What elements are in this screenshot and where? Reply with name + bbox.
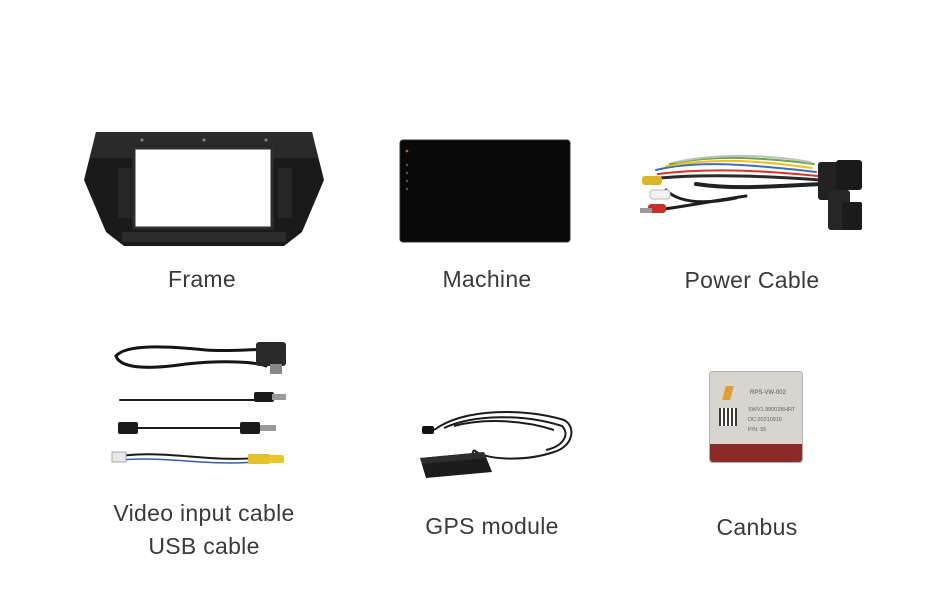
canbus-image: RPS-VW-002 SWV1.99002BHRT DC:20210916 P/…: [709, 371, 803, 463]
canbus-label: Canbus: [716, 514, 798, 540]
gps-module-image: [420, 410, 573, 478]
canbus-logo-icon: [722, 386, 734, 400]
frame-label: Frame: [168, 266, 236, 292]
power-cable-image: [640, 154, 862, 230]
power-cable-label: Power Cable: [684, 267, 820, 293]
canbus-date-text: DC:20210916: [748, 417, 782, 423]
video-usb-cable-image: [111, 342, 286, 464]
machine-image: [399, 139, 571, 243]
video-cable-label-line: Video input cable: [113, 500, 295, 526]
qr-code-icon: [719, 408, 737, 426]
video-usb-cable-label: Video input cable USB cable: [113, 497, 294, 563]
frame-image: [84, 132, 324, 246]
canbus-model-text: RPS-VW-002: [750, 390, 786, 396]
canbus-pn-text: P/N: 55: [748, 427, 767, 433]
machine-label: Machine: [442, 266, 532, 292]
gps-module-label: GPS module: [425, 513, 559, 539]
usb-cable-label-line: USB cable: [148, 533, 260, 559]
canbus-serial-text: SWV1.99002BHRT: [748, 407, 796, 413]
